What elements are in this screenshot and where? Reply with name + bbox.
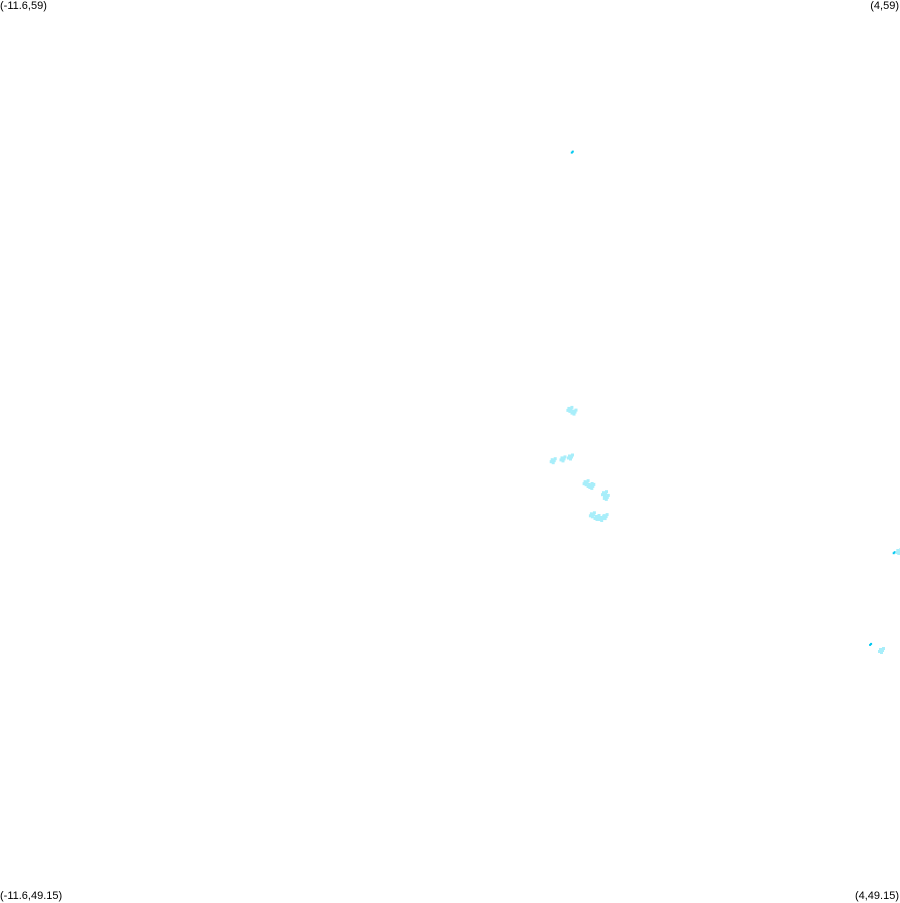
map-feature [602, 493, 610, 501]
corner-label-bottom-right: (4,49.15) [854, 890, 899, 902]
corner-label-top-right: (4,59) [870, 0, 899, 12]
map-feature [570, 150, 574, 154]
map-feature [549, 457, 557, 465]
map-feature [567, 453, 574, 461]
map-feature [570, 408, 578, 416]
map-feature [582, 479, 590, 487]
map-feature [601, 513, 609, 521]
corner-label-top-left: (-11.6,59) [0, 0, 47, 12]
map-feature [892, 551, 896, 555]
map-feature [588, 511, 596, 519]
map-feature [878, 647, 885, 654]
map-feature [588, 482, 596, 490]
map-feature [895, 548, 900, 555]
map-feature [869, 642, 873, 646]
map-feature [566, 405, 574, 413]
map-feature [559, 455, 567, 463]
corner-label-bottom-left: (-11.6,49.15) [0, 890, 63, 902]
map-feature [593, 514, 601, 521]
